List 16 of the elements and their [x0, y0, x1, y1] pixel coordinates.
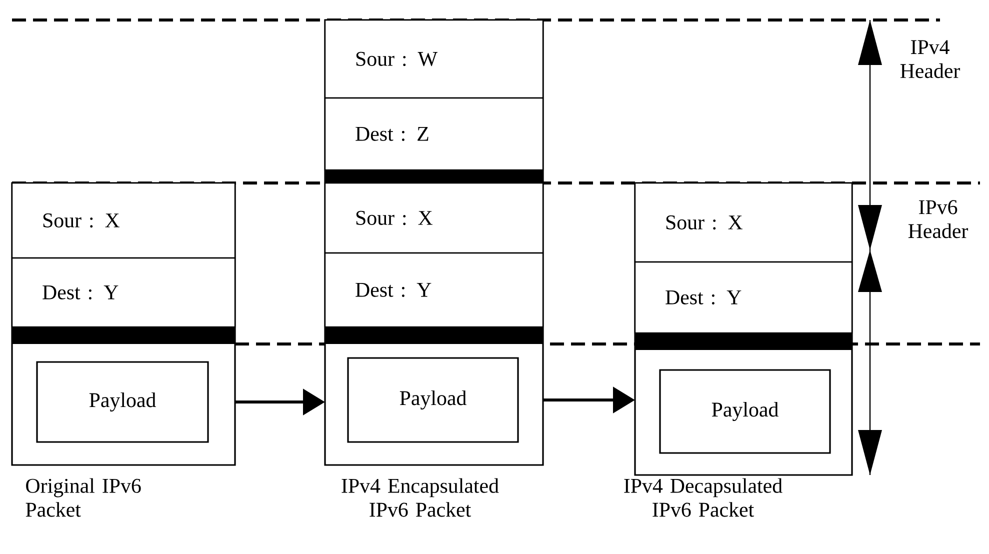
header-field: Sour : X [324, 182, 544, 254]
dimension-label: IPv4 Header [900, 40, 960, 78]
header-field: Dest : Z [324, 97, 544, 171]
header-field: Dest : Y [11, 257, 236, 328]
header-field: Dest : Y [324, 252, 544, 328]
header-field: Sour : X [634, 182, 853, 263]
packet-caption: IPv4 Encapsulated IPv6 Packet [342, 478, 499, 517]
packet-caption: Original IPv6 Packet [26, 478, 141, 517]
payload-box: Payload [347, 357, 519, 443]
packet-caption: IPv4 Decapsulated IPv6 Packet [624, 478, 782, 517]
header-field: Dest : Y [634, 261, 853, 334]
payload-box: Payload [659, 369, 831, 454]
header-field: Sour : W [324, 19, 544, 99]
payload-box: Payload [36, 361, 209, 443]
header-field: Sour : X [11, 182, 236, 259]
dimension-label: IPv6 Header [908, 200, 968, 238]
